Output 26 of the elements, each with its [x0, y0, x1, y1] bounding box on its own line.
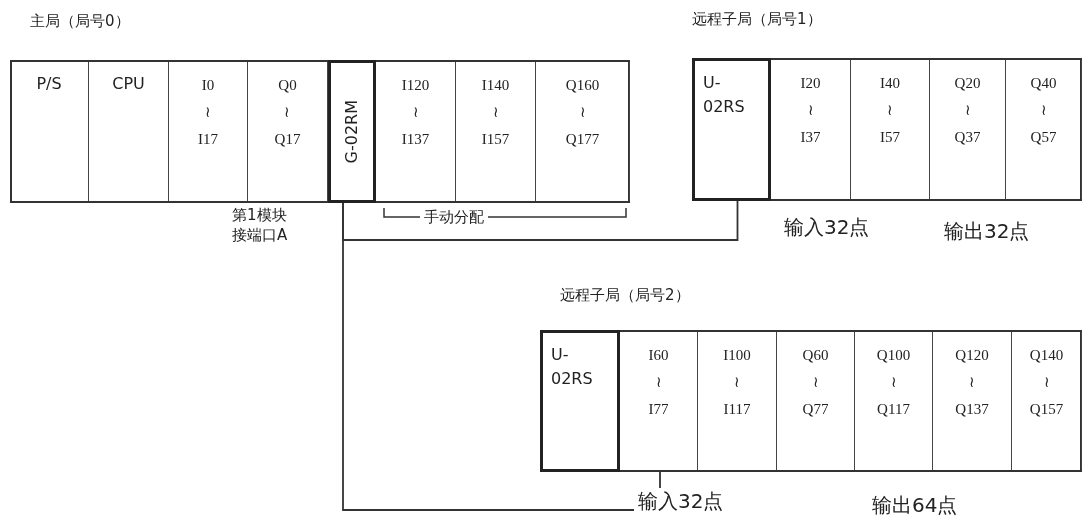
module-slot: I40 ≀ I57: [851, 60, 930, 199]
module-slot: I20 ≀ I37: [771, 60, 851, 199]
module-slot: I0 ≀ I17: [169, 62, 248, 201]
module-slot: P/S: [10, 62, 89, 201]
cable-line: [342, 200, 739, 241]
bracket-label: 手动分配: [420, 208, 488, 227]
remote-module: U- 02RS: [692, 58, 771, 201]
module-slot: Q120 ≀ Q137: [933, 332, 1012, 470]
station-title: 主局（局号0）: [30, 12, 130, 31]
module-slot: I100 ≀ I117: [698, 332, 777, 470]
station-title: 远程子局（局号1）: [692, 10, 822, 29]
module-slot: Q40 ≀ Q57: [1006, 60, 1082, 199]
module-slot: Q160 ≀ Q177: [536, 62, 630, 201]
module-slot: Q0 ≀ Q17: [248, 62, 328, 201]
module-slot: Q100 ≀ Q117: [855, 332, 933, 470]
remote-module: U- 02RS: [540, 330, 620, 472]
cable-line: [342, 202, 661, 511]
module-slot: CPU: [89, 62, 169, 201]
module-slot: I120 ≀ I137: [376, 62, 456, 201]
module-slot: Q140 ≀ Q157: [1012, 332, 1082, 470]
link-module: G-02RM: [328, 60, 376, 203]
station-title: 远程子局（局号2）: [560, 286, 690, 305]
module-slot: Q20 ≀ Q37: [930, 60, 1006, 199]
module-slot: Q60 ≀ Q77: [777, 332, 855, 470]
module-slot: I140 ≀ I157: [456, 62, 536, 201]
module-slot: I60 ≀ I77: [620, 332, 698, 470]
